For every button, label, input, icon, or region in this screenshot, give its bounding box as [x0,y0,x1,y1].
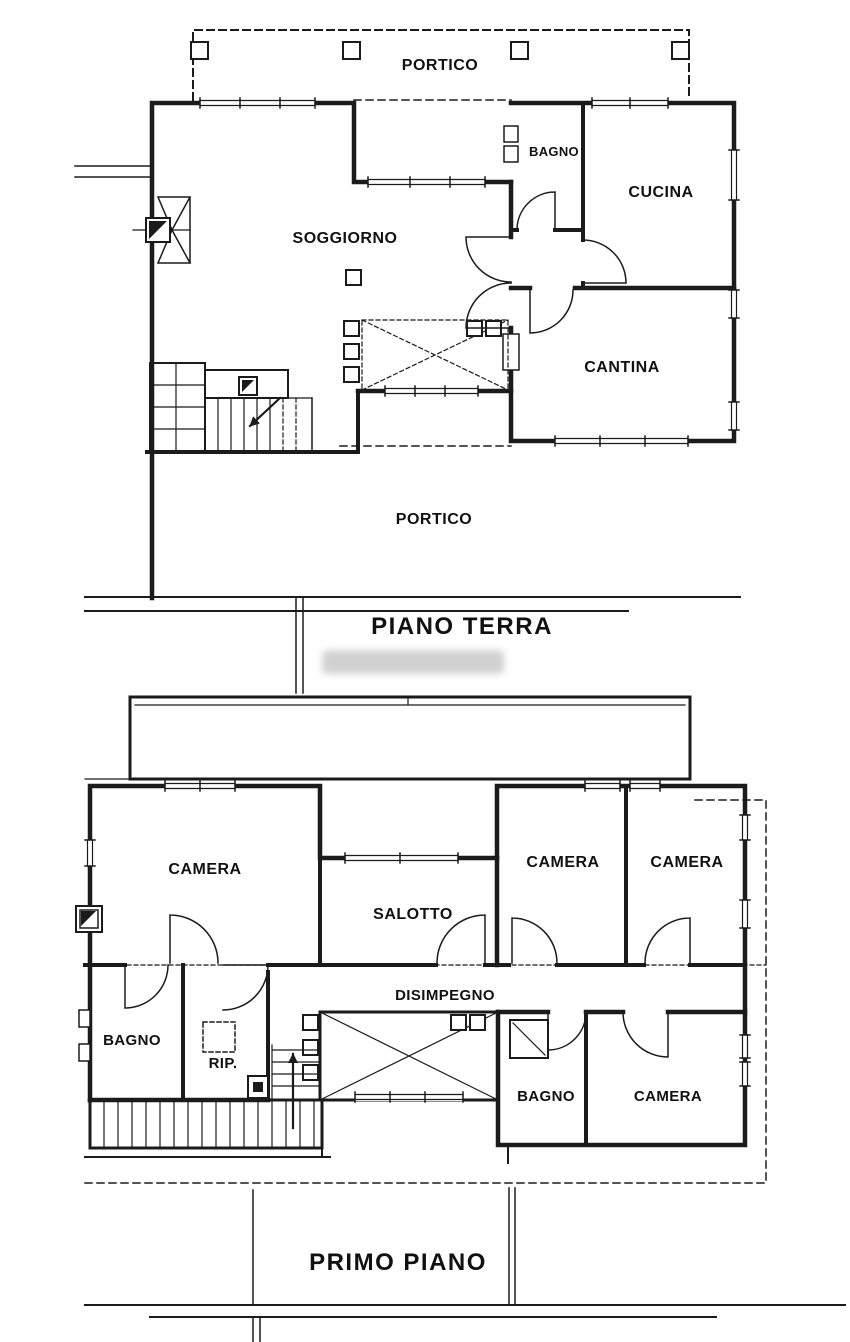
staircase-first [271,1044,319,1130]
flue-symbol [75,905,103,933]
room-label-cantina: CANTINA [584,359,660,376]
room-label-salotto: SALOTTO [373,906,453,923]
room-label-camera-left: CAMERA [168,861,241,878]
floor-title-primo-piano: PRIMO PIANO [309,1249,487,1276]
ground-floor-doors [465,191,627,334]
portico-pillar [190,41,209,60]
skylight-dashed [202,1021,236,1053]
first-floor-windows [84,780,751,1087]
room-label-bagno-left: BAGNO [103,1032,161,1049]
room-label-camera-mid: CAMERA [526,854,599,871]
first-floor-doors [124,914,691,1058]
boundary-line [84,596,741,612]
portico-pillar [671,41,690,60]
fireplace-symbol [132,196,192,264]
boundary-line [252,1316,261,1342]
room-label-bagno-ground: BAGNO [529,144,579,159]
stair-direction-arrow [248,396,282,428]
section-line [295,597,304,694]
wall-niche [503,145,519,163]
void-x-ground [343,319,509,397]
boundary-line [252,1187,516,1306]
overhang-dashed [84,799,767,1184]
staircase-lower-flight [84,1098,331,1158]
shower-symbol [509,1019,549,1059]
property-line [74,165,151,178]
portico-pillar [342,41,361,60]
first-floor-plan: CAMERA SALOTTO CAMERA CAMERA DISIMPEGNO … [75,695,846,1342]
terrace [84,695,692,781]
portico-pillar [510,41,529,60]
watermark-smudge [322,650,504,674]
room-label-camera-bottom: CAMERA [634,1088,702,1105]
wall-niche [78,1043,91,1062]
room-label-bagno-right: BAGNO [517,1088,575,1105]
room-label-portico-top: PORTICO [402,57,478,74]
room-label-cucina: CUCINA [628,184,693,201]
column [345,269,362,286]
wall-niche [503,125,519,143]
room-label-camera-right: CAMERA [650,854,723,871]
room-label-disimpegno: DISIMPEGNO [395,987,495,1004]
rip-niche [247,1075,269,1099]
floor-title-piano-terra: PIANO TERRA [371,613,553,640]
room-label-soggiorno: SOGGIORNO [293,230,398,247]
portico-dashed-outline [190,29,690,101]
ground-floor-windows [199,97,740,447]
room-label-portico-bottom: PORTICO [396,511,472,528]
wall-niche [502,333,520,371]
ground-floor-plan: PORTICO BAGNO CUCINA SOGGIORNO CANTINA P… [74,29,741,694]
wall-niche [78,1009,91,1028]
boundary-line [84,1304,846,1318]
void-x-first [302,1010,500,1103]
staircase-ground [149,362,313,453]
room-label-rip: RIP. [209,1055,238,1072]
